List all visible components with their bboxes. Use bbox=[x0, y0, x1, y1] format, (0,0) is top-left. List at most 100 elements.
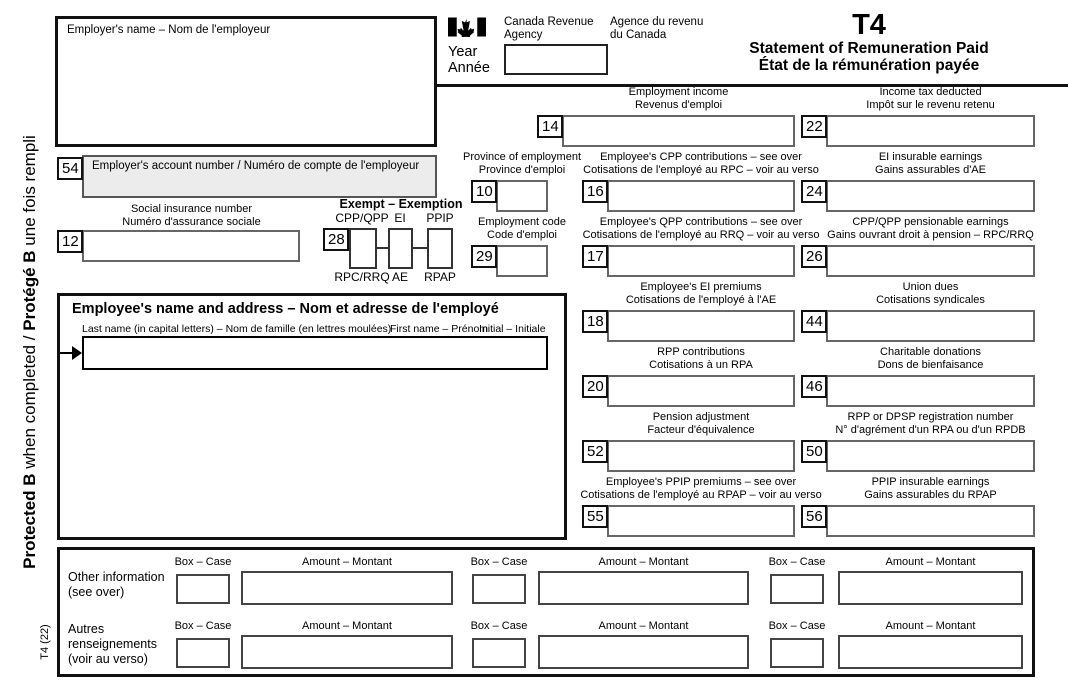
employee-address-input[interactable] bbox=[82, 380, 548, 530]
other-info-amount-input[interactable] bbox=[241, 571, 453, 605]
field-label-en: Employment income bbox=[628, 86, 729, 98]
year-input[interactable] bbox=[504, 44, 608, 75]
employer-account-label: Employer's account number / Numéro de co… bbox=[92, 160, 420, 172]
other-information-label: Other information (see over) bbox=[68, 570, 165, 600]
form-subtitle-en: Statement of Remuneration Paid bbox=[749, 40, 989, 57]
other-info-box-input[interactable] bbox=[176, 574, 230, 604]
form-title-block: T4 Statement of Remuneration Paid État d… bbox=[704, 10, 1034, 74]
exempt-ppip-checkbox[interactable] bbox=[427, 228, 453, 269]
income-tax-input[interactable] bbox=[826, 115, 1035, 147]
ei-insurable-earnings-input[interactable] bbox=[826, 180, 1035, 212]
field-label-fr: Dons de bienfaisance bbox=[877, 358, 984, 371]
field-label-fr: Gains ouvrant droit à pension – RPC/RRQ bbox=[827, 228, 1034, 241]
box-24-number: 24 bbox=[801, 180, 827, 203]
other-info-amount-input[interactable] bbox=[838, 571, 1023, 605]
form-title: T4 bbox=[852, 9, 886, 41]
province-label-en: Province of employment bbox=[463, 151, 581, 163]
initial-label: Initial – Initiale bbox=[479, 323, 546, 335]
ppip-insurable-earnings-input[interactable] bbox=[826, 505, 1035, 537]
agency-name-en: Canada Revenue Agency bbox=[504, 16, 594, 42]
sin-label-fr: Numéro d'assurance sociale bbox=[122, 215, 261, 228]
cpp-contributions-field: Employee's CPP contributions – see over … bbox=[582, 151, 819, 212]
province-input[interactable] bbox=[496, 180, 548, 212]
field-label-en: Charitable donations bbox=[880, 346, 981, 358]
agency-name-fr-line1: Agence du revenu bbox=[610, 16, 704, 28]
exempt-connector-line bbox=[375, 247, 389, 249]
charitable-donations-input[interactable] bbox=[826, 375, 1035, 407]
union-dues-input[interactable] bbox=[826, 310, 1035, 342]
pensionable-earnings-input[interactable] bbox=[826, 245, 1035, 277]
sin-label: Social insurance number Numéro d'assuran… bbox=[83, 203, 300, 228]
pension-adjustment-field: Pension adjustment Facteur d'équivalence… bbox=[582, 411, 795, 472]
other-info-amount-input[interactable] bbox=[538, 571, 749, 605]
other-information-label-line1: Other information bbox=[68, 570, 165, 584]
exempt-ei-checkbox[interactable] bbox=[388, 228, 413, 269]
autres-renseignements-label: Autres renseignements (voir au verso) bbox=[68, 622, 157, 667]
agency-name-fr: Agence du revenu du Canada bbox=[610, 16, 703, 42]
employment-code-input[interactable] bbox=[496, 245, 548, 277]
autres-label-line2: renseignements bbox=[68, 637, 157, 651]
pension-adjustment-input[interactable] bbox=[607, 440, 795, 472]
employee-name-address-box: Employee's name and address – Nom et adr… bbox=[57, 293, 567, 540]
other-info-box-input[interactable] bbox=[472, 574, 526, 604]
other-info-amount-input[interactable] bbox=[241, 635, 453, 669]
field-label-en: Employee's EI premiums bbox=[640, 281, 762, 293]
ei-insurable-earnings-field: EI insurable earnings Gains assurables d… bbox=[801, 151, 1035, 212]
box-22-number: 22 bbox=[801, 115, 827, 138]
qpp-contributions-input[interactable] bbox=[607, 245, 795, 277]
ppip-premiums-input[interactable] bbox=[607, 505, 795, 537]
employee-name-input[interactable] bbox=[82, 336, 548, 370]
box-46-number: 46 bbox=[801, 375, 827, 398]
arrow-right-icon bbox=[72, 346, 82, 360]
protected-b-notice: Protected B when completed / Protégé B u… bbox=[20, 132, 42, 572]
rpp-dpsp-number-input[interactable] bbox=[826, 440, 1035, 472]
other-info-box-input[interactable] bbox=[176, 638, 230, 668]
agency-name-en-line1: Canada Revenue bbox=[504, 16, 594, 28]
year-label-fr: Année bbox=[448, 60, 490, 76]
box-case-label: Box – Case bbox=[470, 620, 528, 632]
field-label-fr: Cotisations de l'employé au RPAP – voir … bbox=[580, 488, 822, 501]
employer-name-box[interactable]: Employer's name – Nom de l'employeur bbox=[55, 16, 437, 147]
other-information-section: Other information (see over) Autres rens… bbox=[57, 547, 1035, 677]
field-label-fr: Gains assurables d'AE bbox=[875, 163, 986, 176]
field-label-en: CPP/QPP pensionable earnings bbox=[852, 216, 1009, 228]
box-10-number: 10 bbox=[471, 180, 497, 203]
box-52-number: 52 bbox=[582, 440, 608, 463]
amount-montant-label: Amount – Montant bbox=[302, 556, 392, 568]
charitable-donations-field: Charitable donations Dons de bienfaisanc… bbox=[801, 346, 1035, 407]
box-case-label: Box – Case bbox=[174, 620, 232, 632]
exempt-title: Exempt – Exemption bbox=[339, 197, 463, 211]
box-case-label: Box – Case bbox=[768, 556, 826, 568]
employer-account-input[interactable]: Employer's account number / Numéro de co… bbox=[82, 155, 437, 198]
field-label-fr: Cotisations de l'employé au RRQ – voir a… bbox=[582, 228, 820, 241]
other-info-amount-input[interactable] bbox=[838, 635, 1023, 669]
province-label-fr: Province d'emploi bbox=[478, 163, 566, 176]
ei-premiums-input[interactable] bbox=[607, 310, 795, 342]
agency-name-fr-line2: du Canada bbox=[610, 29, 667, 41]
exempt-cppqpp-checkbox[interactable] bbox=[349, 228, 377, 269]
province-of-employment-field: Province of employment Province d'emploi… bbox=[463, 151, 581, 212]
other-info-amount-input[interactable] bbox=[538, 635, 749, 669]
other-info-box-input[interactable] bbox=[472, 638, 526, 668]
ppip-premiums-field: Employee's PPIP premiums – see over Coti… bbox=[580, 476, 822, 537]
employment-income-input[interactable] bbox=[562, 115, 795, 147]
box-16-number: 16 bbox=[582, 180, 608, 203]
form-subtitle-fr: État de la rémunération payée bbox=[758, 57, 980, 74]
income-tax-field: Income tax deducted Impôt sur le revenu … bbox=[801, 86, 1035, 147]
last-name-label: Last name (in capital letters) – Nom de … bbox=[82, 323, 392, 335]
other-info-box-input[interactable] bbox=[770, 574, 824, 604]
field-label-en: Income tax deducted bbox=[879, 86, 982, 98]
arrow-right-icon bbox=[60, 352, 74, 354]
amount-montant-label: Amount – Montant bbox=[598, 556, 689, 568]
box-55-number: 55 bbox=[582, 505, 608, 528]
amount-montant-label: Amount – Montant bbox=[302, 620, 392, 632]
box-12-number: 12 bbox=[57, 230, 83, 253]
other-info-box-input[interactable] bbox=[770, 638, 824, 668]
box-case-label: Box – Case bbox=[768, 620, 826, 632]
first-name-label: First name – Prénom bbox=[390, 323, 489, 335]
protected-b-fr-rest: une fois rempli bbox=[20, 135, 39, 251]
sin-input[interactable] bbox=[82, 230, 300, 262]
rpp-contributions-input[interactable] bbox=[607, 375, 795, 407]
cpp-contributions-input[interactable] bbox=[607, 180, 795, 212]
field-label-fr: N° d'agrément d'un RPA ou d'un RPDB bbox=[835, 423, 1026, 436]
